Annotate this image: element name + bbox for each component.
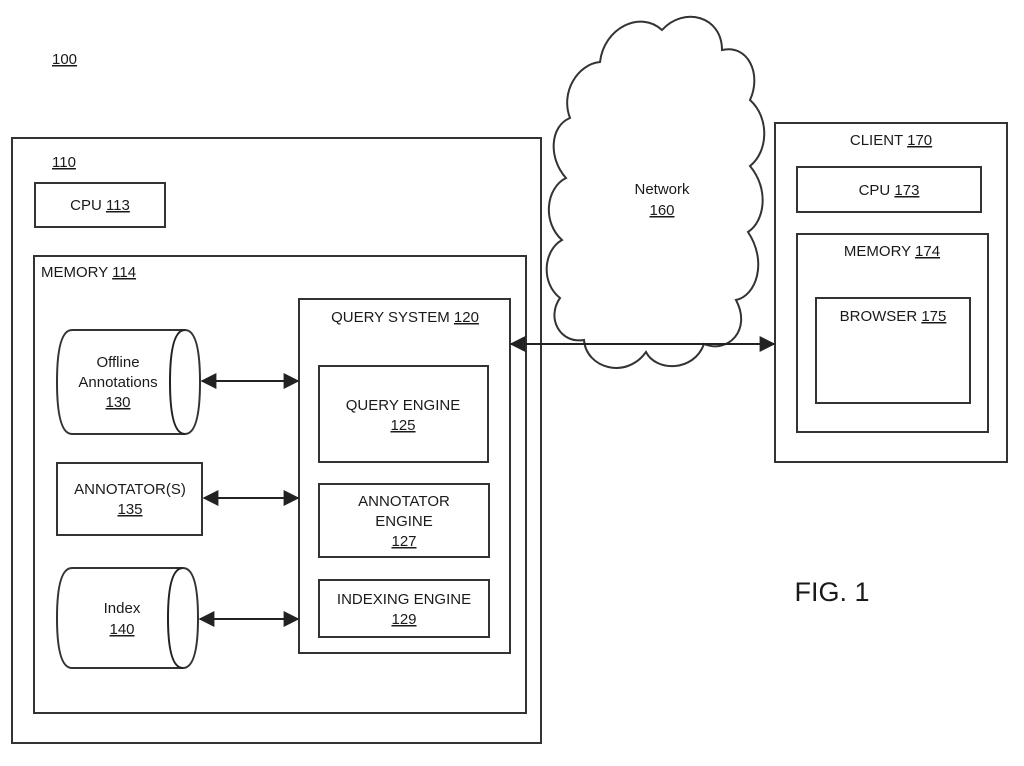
browser-text: BROWSER 175 (840, 308, 947, 325)
server-cpu-box (34, 182, 166, 228)
index-label: Index (104, 600, 141, 617)
client-cpu-label: CPU (859, 182, 891, 199)
query-system-text: QUERY SYSTEM 120 (331, 309, 479, 326)
query-engine-ref: 125 (390, 417, 415, 434)
query-system-label: QUERY SYSTEM (331, 309, 450, 326)
client-text: CLIENT 170 (850, 132, 932, 149)
server-cpu-ref: 113 (106, 197, 130, 214)
query-system-ref: 120 (454, 309, 479, 326)
annotator-engine-box (318, 483, 490, 558)
client-cpu-ref: 173 (894, 182, 919, 199)
offline-annotations-line1: Offline (96, 354, 139, 371)
index-ref: 140 (109, 621, 134, 638)
server-cpu-text: CPU 113 (70, 197, 130, 214)
client-memory-label: MEMORY (844, 243, 911, 260)
annotator-engine-line2: ENGINE (375, 513, 433, 530)
annotator-engine-line1: ANNOTATOR (358, 493, 450, 510)
annotator-engine-ref: 127 (391, 533, 416, 550)
client-label: CLIENT (850, 132, 903, 149)
server-memory-text: MEMORY 114 (41, 264, 136, 281)
network-label: Network (634, 181, 690, 198)
query-engine-box (318, 365, 489, 463)
offline-annotations-ref: 130 (105, 394, 130, 411)
indexing-engine-box (318, 579, 490, 638)
annotators-ref: 135 (117, 501, 142, 518)
browser-ref: 175 (921, 308, 946, 325)
offline-annotations-line2: Annotations (78, 374, 157, 391)
query-engine-label: QUERY ENGINE (346, 397, 460, 414)
server-cpu-label: CPU (70, 197, 102, 214)
offline-annotations-store: Offline Annotations 130 (55, 329, 202, 435)
indexing-engine-ref: 129 (391, 611, 416, 628)
network-ref: 160 (649, 202, 674, 219)
browser-label: BROWSER (840, 308, 918, 325)
client-cpu-box (796, 166, 982, 213)
figure-ref-label: 100 (52, 51, 77, 68)
client-cpu-text: CPU 173 (859, 182, 920, 199)
figure-label: FIG. 1 (794, 577, 869, 607)
server-memory-label: MEMORY (41, 264, 108, 281)
annotators-label: ANNOTATOR(S) (74, 481, 186, 498)
server-memory-ref: 114 (112, 264, 136, 281)
index-store: Index 140 (55, 567, 200, 669)
browser-box (815, 297, 971, 404)
indexing-engine-label: INDEXING ENGINE (337, 591, 471, 608)
client-memory-text: MEMORY 174 (844, 243, 940, 260)
server-ref: 110 (52, 154, 76, 171)
client-memory-ref: 174 (915, 243, 940, 260)
client-ref: 170 (907, 132, 932, 149)
network-cloud: Network 160 (545, 15, 766, 369)
annotators-box (56, 462, 203, 536)
